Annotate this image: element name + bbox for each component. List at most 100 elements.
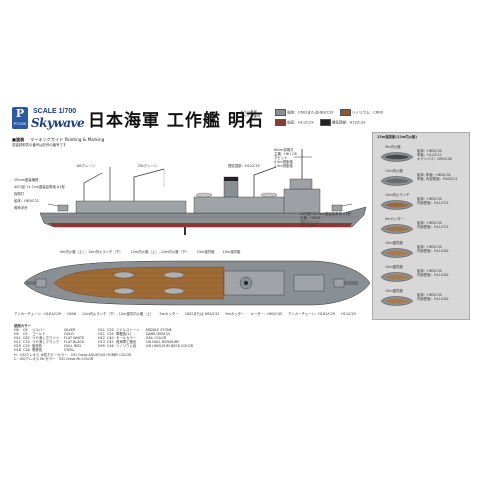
inset-boat-paint-line: 船体：H83/C32 — [417, 269, 442, 273]
paint-chart-cell: H18 — [14, 348, 21, 352]
callout-keeter: キーター：H95/C45 — [250, 312, 283, 316]
paint-chart-cell — [98, 348, 107, 352]
paint-chart-cell: ミドルストーン — [116, 328, 140, 332]
painting-note: 塗装説明書の番号は記号の番号です — [12, 143, 67, 147]
paint-chart-cell: C46 — [107, 344, 114, 348]
brand-logo-letter: P — [15, 107, 25, 120]
paint-chart-cell: HULL RED — [64, 344, 81, 348]
callout-boat-9m: 9m内火艇（上）, 12m内火ランチ（下） — [60, 250, 123, 254]
callout-searchlight-left: 探照灯 — [14, 192, 25, 196]
top-callouts-upper: 9m内火艇（上）, 12m内火ランチ（下） 12m内火艇（上）, 12m内火艇（… — [60, 250, 240, 254]
paint-chart-cell: 黒鉄色 — [32, 348, 43, 352]
paint-chart-cell: ゴールド — [32, 332, 46, 336]
paint-chart-cell — [107, 348, 116, 352]
page-title: 日本海軍 工作艦 明石 — [88, 111, 264, 131]
inset-boat-name: 9mカッター — [385, 217, 405, 221]
side-callouts-top: 60cm探照灯 主檣：H8 / C8 ダビット 4.5m測距儀 1.5m測距儀 — [274, 148, 374, 168]
callout-hull-red-top: H11/C29 — [341, 312, 356, 316]
legend-color-id: カラー番号 — [240, 110, 257, 114]
legend-decal-id: デカール番号 — [240, 114, 261, 118]
callout-searchlight: 60cm探照灯 — [274, 148, 294, 152]
paint-chart-cell: SILVER — [64, 328, 76, 332]
paint-chart-cell: H11 — [98, 332, 105, 336]
legend-key: カラー番号 デカール番号 — [240, 110, 260, 118]
paint-chart-cell: STEEL — [64, 348, 75, 352]
inset-boat-name: 9m内火艇 — [385, 145, 401, 149]
paint-chart-cell: C33 — [107, 328, 114, 332]
top-callouts-lower: アンカーチェーン：H181/C29 C606 12m内火ランチ（下）, 12m運… — [14, 312, 374, 316]
inset-boat-paint-line: 船体：H83/C32 — [417, 221, 442, 225]
callout-mg-25mm: 25mm連装機銃 — [14, 178, 39, 182]
inset-boat-paint-line: 内部表面：H11/C21 — [417, 201, 449, 205]
callout-hull: 船体：H83/C32 — [14, 199, 39, 203]
callout-crane-aft: 10tクレーン — [300, 220, 320, 224]
paint-chart-cell: C18 — [23, 348, 30, 352]
callout-gun-a1-fwd: 40口径 12.7cm連装高角砲 A1型 — [14, 185, 65, 189]
callout-funnel-top: 煙突頂部：H12/C33 — [228, 164, 260, 168]
paint-chart-cell: シルバー — [32, 328, 46, 332]
paint-chart-cell: MIDDLE STONE — [146, 328, 172, 332]
marking-heading: マーキングガイド Painting & Marking — [30, 137, 105, 142]
ship-side-profile — [39, 149, 367, 235]
paint-chart-cell: H29 — [14, 344, 21, 348]
paint-chart-cell: H12 — [14, 340, 21, 344]
paint-chart-cell: C45 — [107, 340, 114, 344]
paint-chart-cell: H8 — [14, 328, 19, 332]
side-callouts-left: 25mm連装機銃 40口径 12.7cm連装高角砲 A1型 探照灯 船体：H83… — [14, 178, 65, 210]
inset-boat-paint-line: 船体, 甲板：H83/C32 — [417, 173, 451, 177]
paint-chart-cell: GOLD — [64, 332, 74, 336]
callout-crane-25t: 25tクレーン — [138, 164, 158, 168]
inset-boat-drawing — [380, 224, 414, 234]
legend-swatch-funnel: 煙突頂部：H12/C33 — [319, 119, 365, 126]
paint-chart-cell: 船底色 — [32, 344, 43, 348]
callout-hull-red: H11/C29 — [300, 224, 315, 228]
inset-boat-paint-line: キャンバス：H95/C45 — [417, 157, 453, 161]
callout-anchor-chain-fwd: アンカーチェーン：H181/C29 — [14, 312, 62, 316]
paint-chart-cell: C9 — [23, 332, 28, 336]
inset-boat-name: 12m内火ランチ — [385, 193, 410, 197]
paint-chart-cell: C62 — [23, 336, 30, 340]
brand-logo-box — [12, 107, 28, 129]
series-logo: Skywave — [31, 116, 85, 130]
inset-boat-drawing — [380, 248, 414, 258]
inset-boat-drawing — [380, 272, 414, 282]
paint-chart-cell: H95 — [98, 344, 105, 348]
inset-boat-paint-line: 甲板：H11/C21 — [417, 153, 442, 157]
legend-swatch-hull: 船体：C602またはH83/C32 — [275, 109, 334, 116]
callout-rangefinder-15: 1.5m測距儀 — [274, 164, 293, 168]
inset-boat-paint-line: 船体：H83/C32 — [417, 197, 442, 201]
paint-chart-footer-mr: C：GSIクレオス Mr.カラー GSI Creos Mr.COLOR — [14, 357, 94, 361]
inset-boat-paint-line: 甲板, 内部表面：H83/C21 — [417, 177, 458, 181]
callout-mainmast-aft: 主檣：H8/C8 — [300, 216, 321, 220]
callout-boat-15m: 15m運貨艇 — [196, 250, 215, 254]
inset-boat-paint-line: 内部表面：H11/C62 — [417, 249, 449, 253]
callout-liferaft: 救命浮舟 — [14, 206, 28, 210]
legend-swatches: 船体：C602またはH83/C32 リノリウム：C606 船底：H11/C29 … — [275, 109, 455, 126]
paint-chart-cell: H11 — [98, 328, 105, 332]
callout-hull-gray: C602または H83/C32 — [184, 312, 220, 316]
paint-chart-cell: C35 — [107, 332, 114, 336]
inset-boat-paint-line: 船体：H83/C32 — [417, 293, 442, 297]
paint-chart-cell: つや消しブラック — [32, 340, 60, 344]
paint-chart-cell: SAIL COLOR — [146, 336, 167, 340]
paint-chart-cell: H11 — [14, 336, 21, 340]
callout-launch-12m: 12m内火ランチ（下）, 12m運貨内火艇（上） — [81, 312, 154, 316]
callout-cutter-9m-a: 9mカッター — [159, 312, 179, 316]
paint-chart-cell: つや消しホワイト — [32, 336, 60, 340]
callout-rangefinder-45: 4.5m測距儀 — [274, 160, 293, 164]
side-callouts-right: 40口径 12.7cm連装高角砲 A1型 主檣：H8/C8 10tクレーン H1… — [300, 212, 351, 228]
paint-chart-cell — [146, 348, 206, 352]
paint-chart-cell: セールカラー — [116, 336, 137, 340]
callout-boat-10m: 10m運貨艇 — [222, 250, 241, 254]
callout-boat-12m: 12m内火艇（上）, 12m内火艇（下） — [130, 250, 189, 254]
paint-chart-cell: リノリウム色 — [116, 344, 137, 348]
